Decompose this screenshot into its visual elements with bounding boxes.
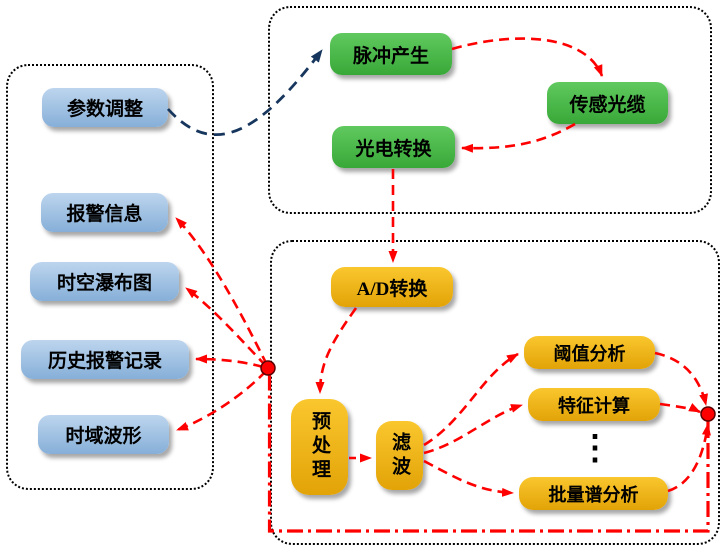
node-preprocessing: 预处理 (291, 399, 348, 495)
node-sensing-fiber: 传感光缆 (547, 82, 668, 124)
ellipsis-more-analyses: ⋮ (578, 430, 612, 467)
node-waterfall-plot: 时空瀑布图 (30, 262, 179, 301)
node-alarm-info: 报警信息 (41, 193, 168, 232)
node-ad-conversion: A/D转换 (331, 267, 453, 307)
node-alarm-history: 历史报警记录 (21, 340, 189, 379)
node-pulse-generation: 脉冲产生 (330, 33, 452, 75)
node-batch-spectrum-analysis: 批量谱分析 (519, 477, 668, 510)
node-threshold-analysis: 阈值分析 (524, 336, 655, 369)
node-filtering: 滤波 (376, 421, 423, 490)
node-photoelectric-conversion: 光电转换 (332, 126, 455, 168)
node-feature-calculation: 特征计算 (528, 388, 660, 421)
node-time-waveform: 时域波形 (38, 415, 169, 454)
node-parameter-adjust: 参数调整 (42, 88, 168, 127)
